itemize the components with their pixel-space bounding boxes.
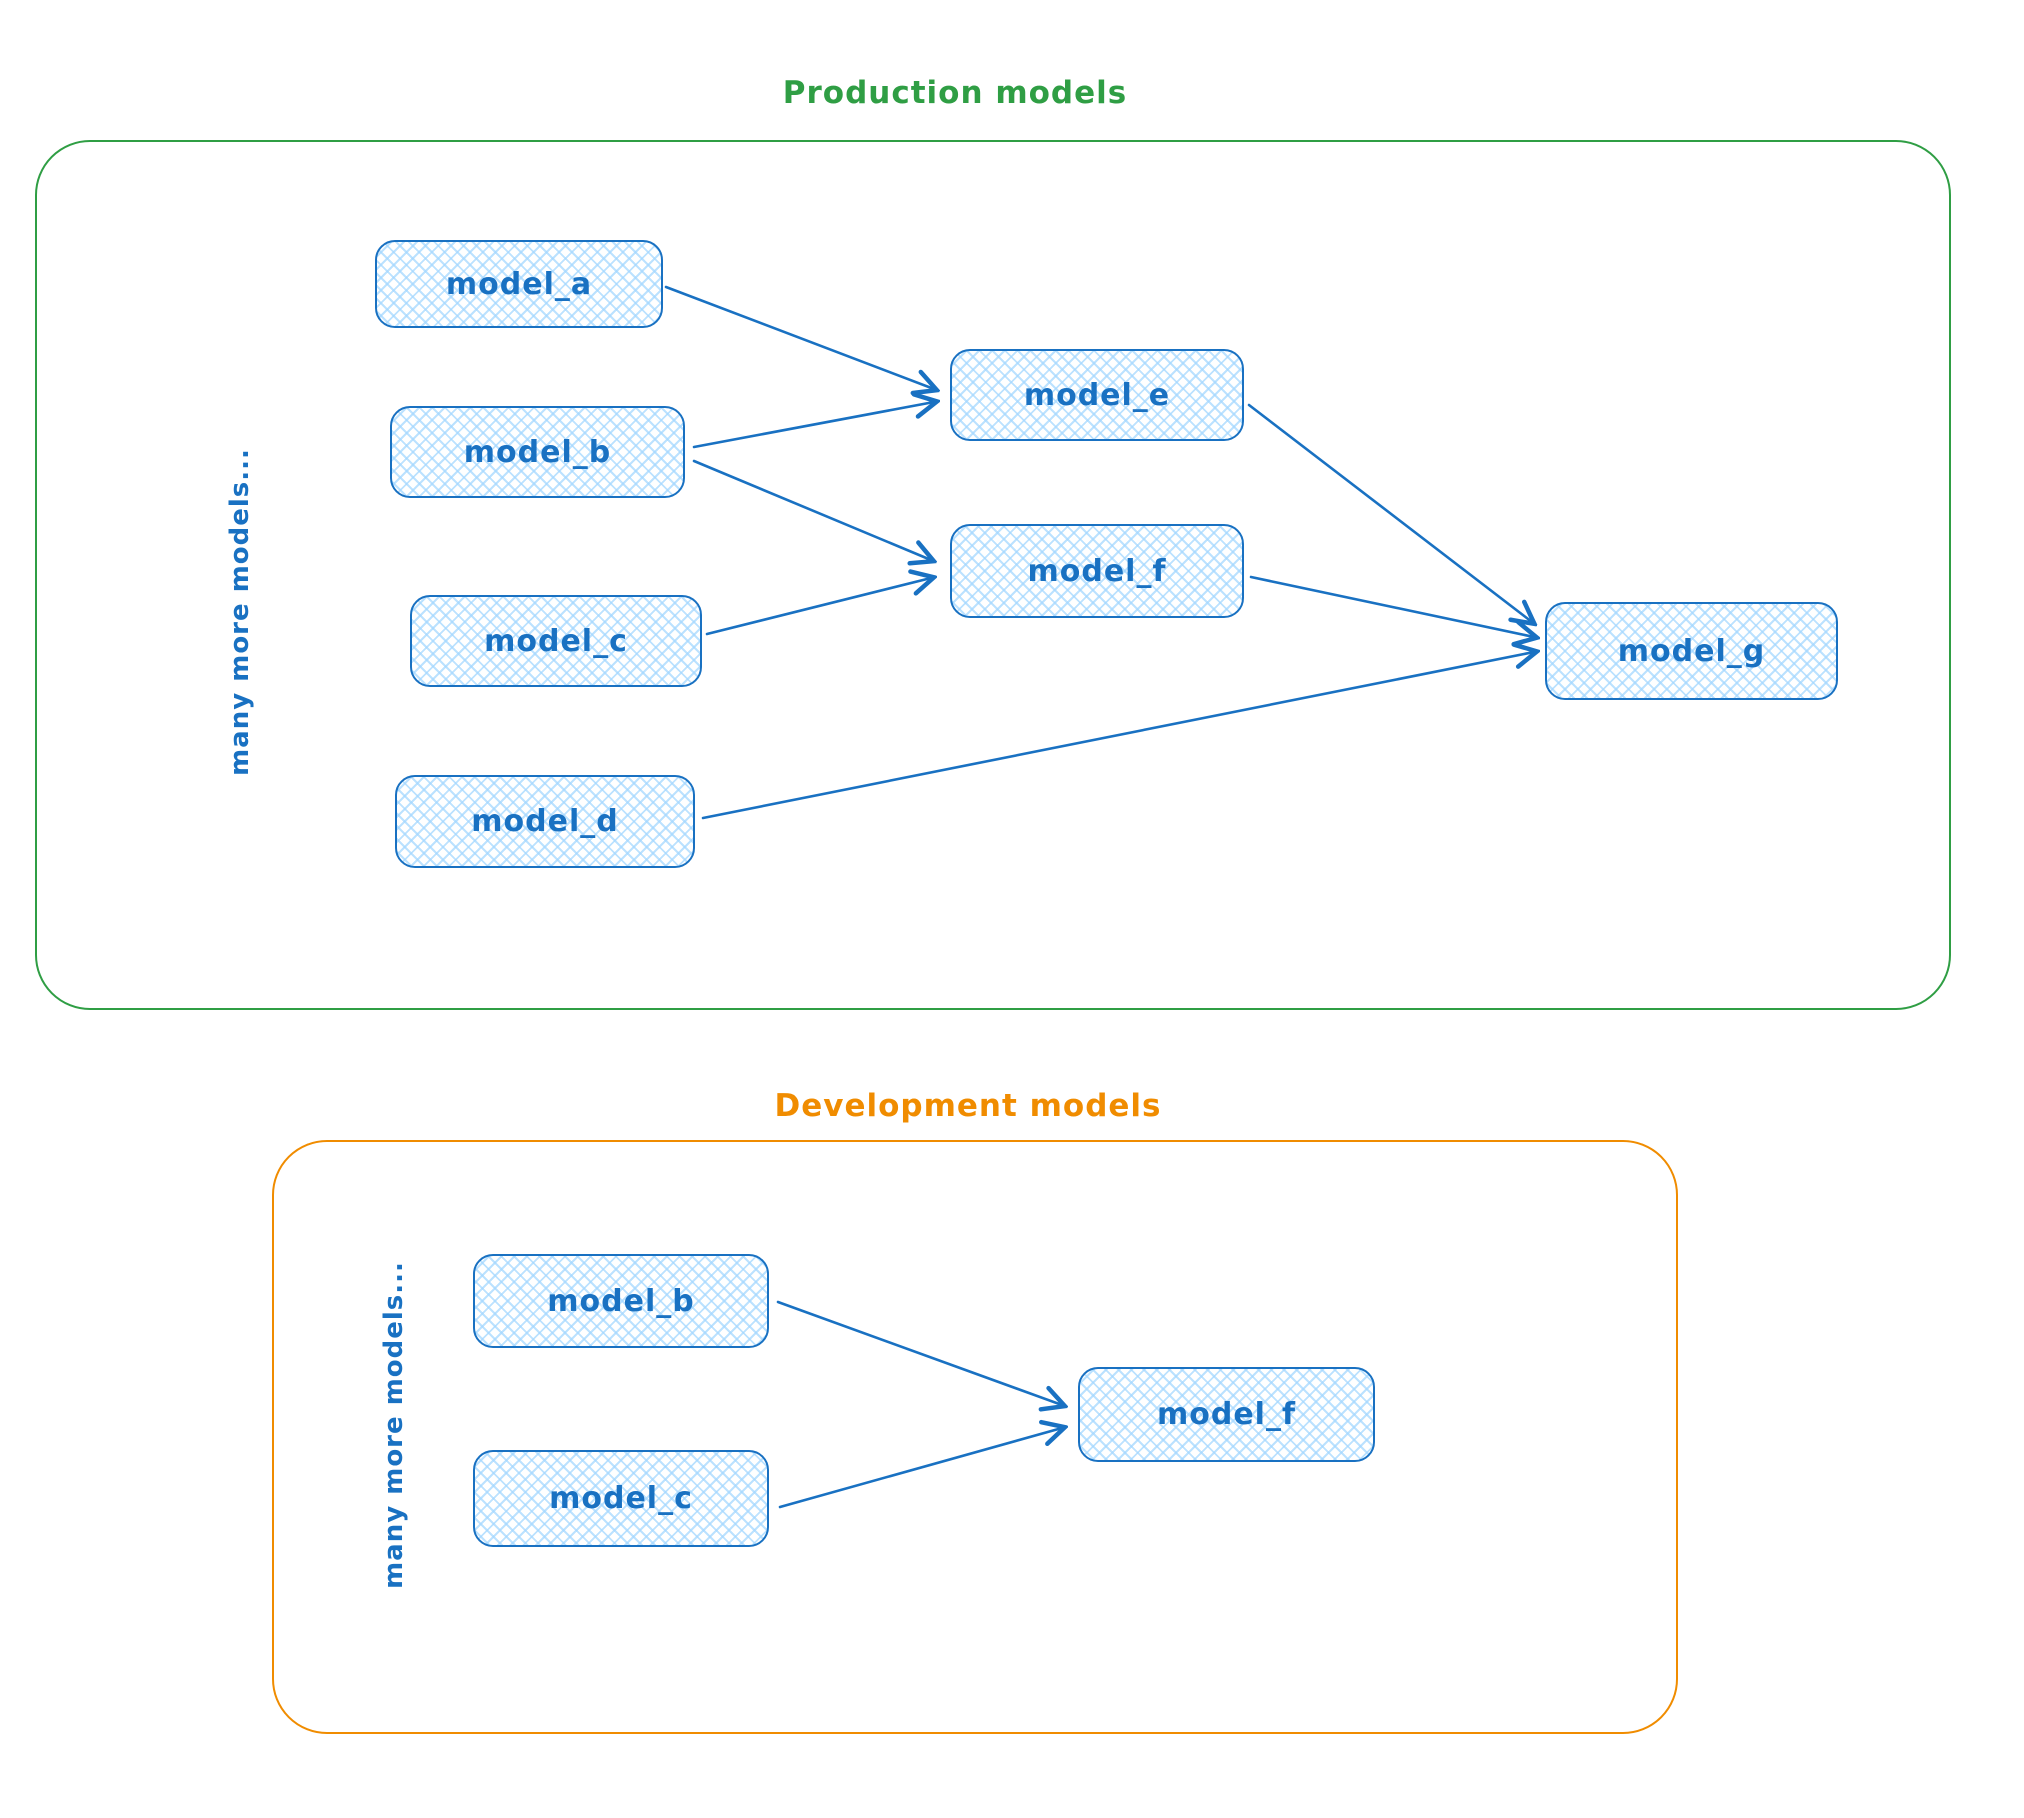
node-model_a-label: model_a	[445, 266, 593, 302]
node-dev-model_b-label: model_b	[547, 1283, 695, 1319]
node-dev-model_f-label: model_f	[1156, 1397, 1297, 1432]
node-model_e-label: model_e	[1023, 377, 1171, 413]
node-dev-model_c-label: model_c	[549, 1481, 693, 1516]
production-section-container	[35, 140, 1951, 1010]
node-model_b-label: model_b	[463, 434, 612, 470]
node-dev-model_b: model_b	[473, 1254, 769, 1348]
node-model_a: model_a	[375, 240, 663, 328]
node-dev-model_c: model_c	[473, 1450, 769, 1547]
development-section-title: Development models	[774, 1088, 1162, 1124]
node-model_b: model_b	[390, 406, 685, 498]
development-many-more-models-label: many more models...	[379, 1261, 409, 1589]
node-model_g-label: model_g	[1617, 633, 1766, 669]
production-many-more-models-label: many more models...	[225, 448, 255, 776]
node-model_f: model_f	[950, 524, 1244, 618]
node-dev-model_f: model_f	[1078, 1367, 1375, 1462]
production-section-title: Production models	[782, 75, 1128, 111]
node-model_g: model_g	[1545, 602, 1838, 700]
node-model_f-label: model_f	[1027, 553, 1167, 589]
node-model_d-label: model_d	[471, 804, 619, 839]
node-model_c: model_c	[410, 595, 702, 687]
node-model_e: model_e	[950, 349, 1244, 441]
node-model_d: model_d	[395, 775, 695, 868]
development-section-container	[272, 1140, 1678, 1734]
node-model_c-label: model_c	[484, 623, 628, 659]
